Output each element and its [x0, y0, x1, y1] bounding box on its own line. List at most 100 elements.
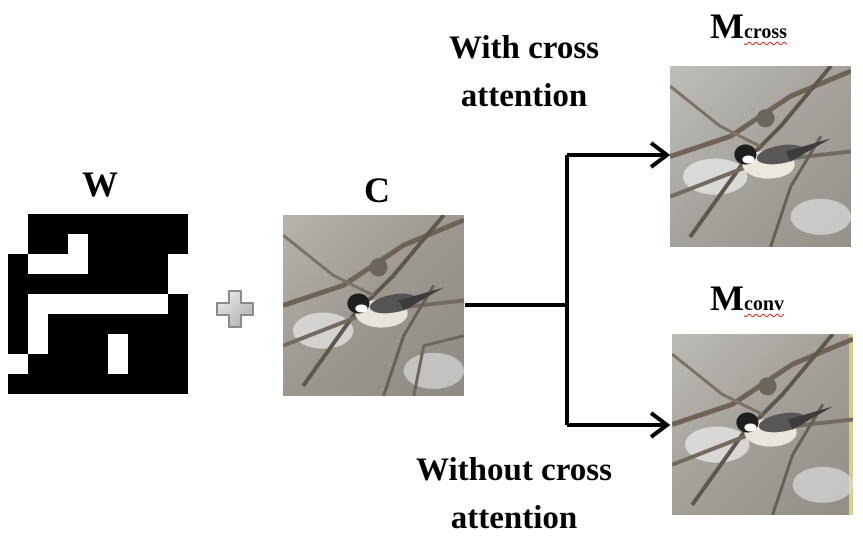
watermark-cell: [108, 254, 129, 275]
watermark-cell: [88, 354, 109, 375]
watermark-cell: [88, 314, 109, 335]
watermark-cell: [68, 294, 89, 315]
watermark-cell: [168, 234, 188, 255]
watermark-cell: [88, 234, 109, 255]
m-conv-label: Mconv: [710, 280, 784, 316]
watermark-cell: [8, 354, 29, 375]
caption-with-line2: attention: [460, 78, 588, 114]
arrowhead-cross-icon: [649, 141, 671, 169]
watermark-cell: [88, 254, 109, 275]
watermark-cell: [8, 374, 29, 394]
watermark-cell: [148, 334, 169, 355]
m-cross-subscript: cross: [743, 21, 787, 43]
watermark-cell: [128, 334, 149, 355]
watermark-cell: [8, 314, 29, 335]
cover-label: C: [364, 170, 390, 210]
watermark-cell: [148, 294, 169, 315]
watermark-cell: [128, 354, 149, 375]
watermark-cell: [88, 334, 109, 355]
watermark-cell: [68, 354, 89, 375]
m-cross-label: Mcross: [710, 8, 787, 44]
caption-without-line2: attention: [450, 500, 578, 536]
without-cross-attention-caption: Without cross attention: [384, 446, 644, 542]
watermark-cell: [28, 374, 49, 394]
watermark-cell: [168, 374, 188, 394]
m-cross-main: M: [710, 6, 744, 46]
watermark-cell: [148, 234, 169, 255]
watermark-cell: [108, 374, 129, 394]
watermark-cell: [8, 234, 29, 255]
watermark-cell: [28, 254, 49, 275]
watermark-cell: [148, 374, 169, 394]
watermark-cell: [128, 254, 149, 275]
watermark-cell: [48, 214, 69, 235]
watermark-cell: [168, 294, 188, 315]
watermark-cell: [68, 234, 89, 255]
watermark-cell: [168, 334, 188, 355]
watermark-cell: [128, 214, 149, 235]
watermark-cell: [48, 354, 69, 375]
watermark-cell: [128, 294, 149, 315]
watermark-label: W: [82, 164, 118, 204]
watermark-cell: [148, 254, 169, 275]
watermark-image: [8, 214, 188, 394]
cover-image: [283, 215, 464, 396]
watermark-cell: [88, 374, 109, 394]
watermark-cell: [48, 234, 69, 255]
watermark-cell: [28, 334, 49, 355]
m-conv-image: [672, 334, 853, 515]
watermark-cell: [8, 334, 29, 355]
watermark-cell: [48, 314, 69, 335]
watermark-cell: [48, 254, 69, 275]
watermark-cell: [168, 214, 188, 235]
watermark-cell: [68, 274, 89, 295]
m-cross-image: [670, 66, 851, 247]
plus-icon: [216, 290, 254, 328]
watermark-cell: [108, 234, 129, 255]
watermark-cell: [48, 294, 69, 315]
watermark-cell: [48, 374, 69, 394]
watermark-cell: [148, 214, 169, 235]
with-cross-attention-caption: With cross attention: [404, 24, 644, 120]
watermark-cell: [28, 354, 49, 375]
watermark-cell: [148, 314, 169, 335]
watermark-cell: [108, 334, 129, 355]
m-conv-subscript: conv: [743, 293, 784, 315]
watermark-cell: [28, 314, 49, 335]
watermark-cell: [148, 274, 169, 295]
watermark-cell: [128, 374, 149, 394]
watermark-cell: [108, 294, 129, 315]
watermark-cell: [68, 254, 89, 275]
arrowhead-conv-icon: [649, 411, 671, 439]
watermark-cell: [168, 314, 188, 335]
watermark-cell: [68, 374, 89, 394]
watermark-cell: [28, 234, 49, 255]
watermark-cell: [68, 334, 89, 355]
watermark-cell: [148, 354, 169, 375]
watermark-cell: [168, 274, 188, 295]
watermark-cell: [48, 274, 69, 295]
watermark-cell: [88, 294, 109, 315]
watermark-cell: [68, 314, 89, 335]
watermark-cell: [108, 354, 129, 375]
watermark-cell: [108, 314, 129, 335]
watermark-cell: [88, 214, 109, 235]
watermark-cell: [28, 294, 49, 315]
watermark-cell: [108, 274, 129, 295]
watermark-cell: [28, 214, 49, 235]
watermark-cell: [108, 214, 129, 235]
watermark-cell: [168, 354, 188, 375]
watermark-cell: [8, 254, 29, 275]
watermark-cell: [48, 334, 69, 355]
watermark-cell: [8, 274, 29, 295]
watermark-cell: [8, 294, 29, 315]
watermark-cell: [128, 274, 149, 295]
watermark-cell: [128, 234, 149, 255]
watermark-cell: [8, 214, 29, 235]
m-conv-main: M: [710, 278, 744, 318]
watermark-cell: [68, 214, 89, 235]
caption-without-line1: Without cross: [416, 452, 612, 488]
watermark-cell: [28, 274, 49, 295]
caption-with-line1: With cross: [448, 30, 600, 66]
